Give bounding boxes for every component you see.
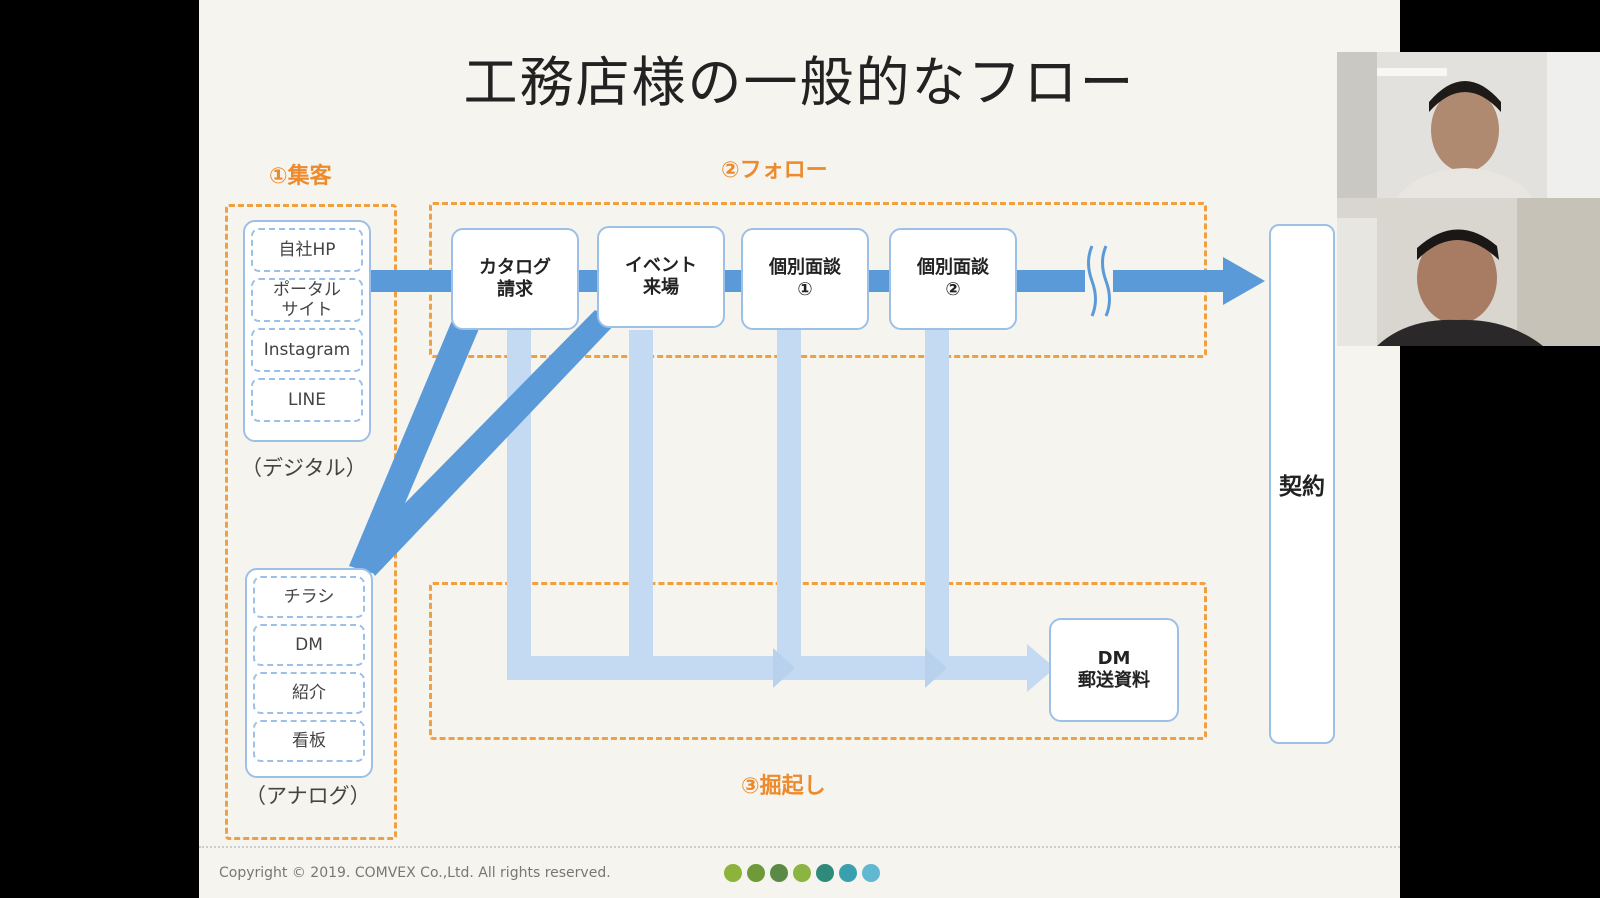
digital-item-portal: ポータル サイト: [251, 278, 363, 322]
digital-item-line: LINE: [251, 378, 363, 422]
participant-video-1[interactable]: [1337, 52, 1600, 198]
brand-dot: [862, 864, 880, 882]
slide-title: 工務店様の一般的なフロー: [463, 51, 1136, 114]
section-label-attract: ①集客: [269, 164, 332, 189]
brand-dot: [816, 864, 834, 882]
analog-item-signboard: 看板: [253, 720, 365, 762]
brand-dot: [770, 864, 788, 882]
main-flow-arrowhead: [1223, 257, 1265, 305]
analog-item-flyer: チラシ: [253, 576, 365, 618]
analog-item-referral: 紹介: [253, 672, 365, 714]
brand-dot: [724, 864, 742, 882]
participant-video-2[interactable]: [1337, 198, 1600, 346]
return-horizontal: [507, 656, 1027, 680]
return-arrowhead: [1027, 644, 1055, 692]
return-line-interview1: [777, 330, 801, 660]
diagonal-flow-2: [359, 310, 617, 576]
step-event-visit: イベント 来場: [597, 226, 725, 328]
step-interview-1: 個別面談 ①: [741, 228, 869, 330]
return-line-event: [629, 330, 653, 660]
digital-caption: （デジタル）: [241, 456, 367, 480]
participant-avatar-1: [1337, 52, 1600, 198]
analog-group: チラシ DM 紹介 看板: [245, 568, 373, 778]
dig-region: [429, 582, 1207, 740]
brand-dot: [747, 864, 765, 882]
section-label-follow: ②フォロー: [721, 158, 828, 183]
digital-group: 自社HP ポータル サイト Instagram LINE: [243, 220, 371, 442]
diagonal-flow-1: [349, 318, 481, 574]
step-interview-2: 個別面談 ②: [889, 228, 1017, 330]
contract-box: 契約: [1269, 224, 1335, 744]
flow-arrows: [349, 245, 1265, 692]
return-line-interview2: [925, 330, 949, 660]
digital-item-instagram: Instagram: [251, 328, 363, 372]
brand-dot: [793, 864, 811, 882]
presentation-slide: 工務店様の一般的なフロー ①集客 ②フォロー ③掘起し: [199, 0, 1400, 898]
break-mark: [1087, 245, 1097, 317]
section-label-dig: ③掘起し: [741, 774, 826, 799]
analog-item-dm: DM: [253, 624, 365, 666]
participant-avatar-2: [1337, 198, 1600, 346]
step-catalog-request: カタログ 請求: [451, 228, 579, 330]
brand-dot: [839, 864, 857, 882]
digital-item-hp: 自社HP: [251, 228, 363, 272]
copyright-text: Copyright © 2019. COMVEX Co.,Ltd. All ri…: [219, 865, 611, 881]
dm-mail-box: DM 郵送資料: [1049, 618, 1179, 722]
footer-divider: [199, 846, 1400, 848]
analog-caption: （アナログ）: [245, 784, 371, 808]
